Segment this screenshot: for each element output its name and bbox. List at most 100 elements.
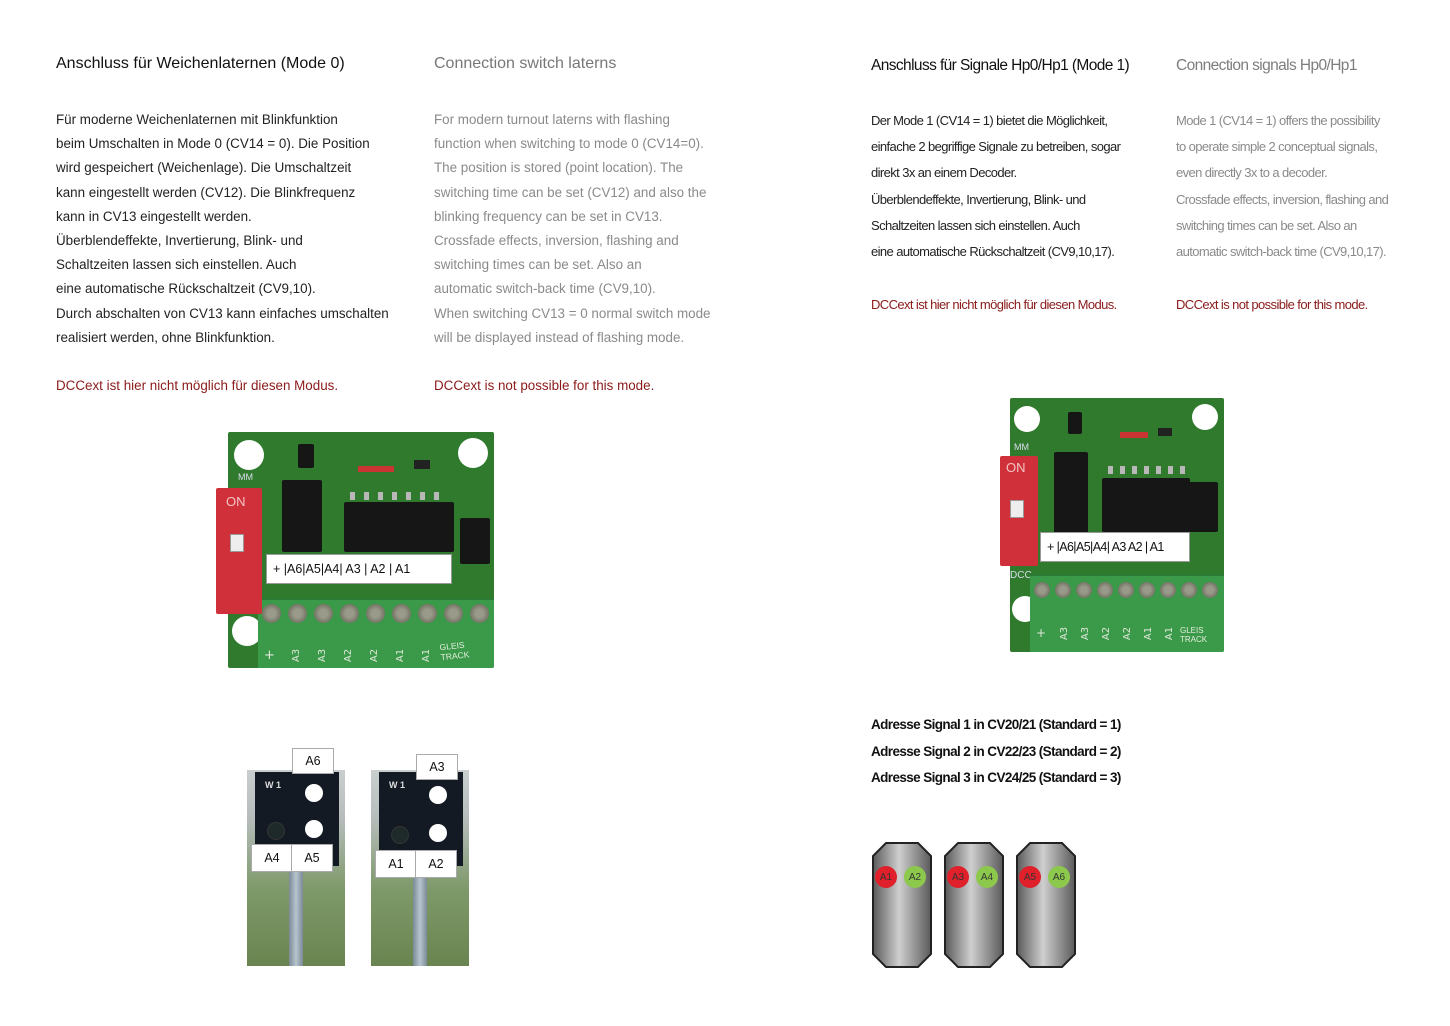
resistor bbox=[414, 460, 430, 469]
text-line: Überblendeffekte, Invertierung, Blink- u… bbox=[56, 233, 303, 249]
board-mm-label: MM bbox=[1014, 442, 1029, 452]
right-text-de: Der Mode 1 (CV14 = 1) bietet die Möglich… bbox=[871, 108, 1121, 265]
ic-chip bbox=[1186, 482, 1218, 532]
text-line: einfache 2 begriffige Signale zu betreib… bbox=[871, 139, 1121, 155]
lamp-lit bbox=[305, 820, 323, 838]
red-lamp: A5 bbox=[1019, 866, 1041, 888]
text-line: automatic switch-back time (CV9,10,17). bbox=[1176, 244, 1387, 260]
board-dcc-label: DCC bbox=[1010, 570, 1032, 581]
text-line: Für moderne Weichenlaternen mit Blinkfun… bbox=[56, 112, 338, 127]
text-line: eine automatische Rückschaltzeit (CV9,10… bbox=[871, 244, 1115, 260]
text-line: even directly 3x to a decoder. bbox=[1176, 165, 1328, 181]
text-line: The position is stored (point location).… bbox=[434, 160, 684, 176]
signal-head-1: A1 A2 bbox=[872, 842, 932, 968]
address-line: Adresse Signal 2 in CV22/23 (Standard = … bbox=[871, 743, 1121, 759]
text-line: direkt 3x an einem Decoder. bbox=[871, 165, 1017, 181]
pin-label: A1 bbox=[1143, 626, 1155, 641]
terminal-block bbox=[258, 598, 494, 668]
mounting-hole bbox=[1192, 404, 1218, 430]
text-line: Durch abschalten von CV13 kann einfaches… bbox=[56, 305, 389, 321]
signal-head-body bbox=[944, 842, 1004, 968]
board-mm-label: MM bbox=[238, 472, 253, 482]
diode bbox=[358, 466, 394, 472]
lamp-off bbox=[391, 826, 409, 844]
signal-head-2: A3 A4 bbox=[944, 842, 1004, 968]
text-line: For modern turnout laterns with flashing bbox=[434, 112, 670, 127]
pin-label: A2 bbox=[1122, 626, 1134, 641]
text-line: Schaltzeiten lassen sich einstellen. Auc… bbox=[56, 257, 297, 273]
capacitor bbox=[1068, 412, 1082, 434]
lantern-plate: W 1 bbox=[265, 780, 282, 790]
right-note-en: DCCext is not possible for this mode. bbox=[1176, 297, 1368, 312]
left-note-de: DCCext ist hier nicht möglich für diesen… bbox=[56, 378, 339, 393]
text-line: will be displayed instead of flashing mo… bbox=[434, 329, 685, 345]
mounting-hole bbox=[232, 616, 262, 646]
signal-head-body bbox=[1016, 842, 1076, 968]
pin-label: A3 bbox=[1080, 626, 1092, 641]
text-line: Überblendeffekte, Invertierung, Blink- u… bbox=[871, 191, 1086, 207]
dip-lever bbox=[230, 534, 244, 552]
lantern-label-bl: A4 bbox=[251, 844, 293, 872]
green-lamp: A2 bbox=[904, 866, 926, 888]
text-line: realisiert werden, ohne Blinkfunktion. bbox=[56, 329, 275, 345]
pin-label: A3 bbox=[1059, 626, 1071, 641]
text-line: Schaltzeiten lassen sich einstellen. Auc… bbox=[871, 217, 1080, 233]
pin-assignment-label: + |A6|A5|A4| A3 | A2 | A1 bbox=[266, 554, 452, 584]
text-line: to operate simple 2 conceptual signals, bbox=[1176, 139, 1378, 155]
signal-head-body bbox=[872, 842, 932, 968]
pin-label: A2 bbox=[343, 648, 355, 663]
dip-on-label: ON bbox=[226, 494, 246, 509]
dip-lever bbox=[1010, 500, 1024, 518]
text-line: switching times can be set. Also an bbox=[1176, 217, 1357, 233]
right-text-en: Mode 1 (CV14 = 1) offers the possibility… bbox=[1176, 108, 1389, 265]
left-note-en: DCCext is not possible for this mode. bbox=[434, 378, 655, 393]
ic-chip bbox=[460, 518, 490, 564]
lantern-label-top: A3 bbox=[416, 754, 458, 780]
ic-chip bbox=[282, 480, 322, 552]
address-line: Adresse Signal 1 in CV20/21 (Standard = … bbox=[871, 717, 1121, 732]
left-text-en: For modern turnout laterns with flashing… bbox=[434, 108, 711, 350]
track-label: GLEIS TRACK bbox=[1180, 626, 1208, 644]
text-line: wird gespeichert (Weichenlage). Die Umsc… bbox=[56, 160, 352, 176]
terminal-block bbox=[1030, 574, 1224, 652]
diode bbox=[1120, 432, 1148, 438]
text-line: beim Umschalten in Mode 0 (CV14 = 0). Di… bbox=[56, 136, 370, 152]
pin-label: A3 bbox=[291, 648, 303, 663]
lantern-label-br: A5 bbox=[291, 844, 333, 872]
text-line: function when switching to mode 0 (CV14=… bbox=[434, 136, 704, 152]
text-line: switching time can be set (CV12) and als… bbox=[434, 184, 707, 200]
pin-label: A2 bbox=[369, 648, 381, 663]
lantern-plate: W 1 bbox=[389, 780, 406, 790]
lantern-pole bbox=[413, 864, 427, 966]
pin-label: + bbox=[264, 648, 275, 663]
mounting-hole bbox=[458, 438, 488, 468]
dip-switch: ON bbox=[216, 488, 262, 614]
pin-assignment-label: + |A6|A5|A4| A3 A2 | A1 bbox=[1040, 532, 1190, 562]
ic-chip bbox=[1102, 478, 1190, 532]
lantern-pole bbox=[289, 864, 303, 966]
right-note-de: DCCext ist hier nicht möglich für diesen… bbox=[871, 297, 1117, 312]
ic-chip bbox=[1054, 452, 1088, 534]
dip-on-label: ON bbox=[1006, 460, 1026, 475]
capacitor bbox=[298, 444, 314, 468]
pin-label: A3 bbox=[317, 648, 329, 663]
lantern-label-bl: A1 bbox=[375, 850, 417, 878]
right-title-en: Connection signals Hp0/Hp1 bbox=[1176, 57, 1357, 74]
left-text-de: Für moderne Weichenlaternen mit Blinkfun… bbox=[56, 108, 389, 350]
left-title-en: Connection switch laterns bbox=[434, 55, 617, 72]
mounting-hole bbox=[234, 440, 264, 470]
left-title-de: Anschluss für Weichenlaternen (Mode 0) bbox=[56, 55, 345, 72]
red-lamp: A3 bbox=[947, 866, 969, 888]
dip-switch: ON bbox=[1000, 456, 1038, 566]
lamp-off bbox=[267, 822, 285, 840]
pin-label: A2 bbox=[1101, 626, 1113, 641]
text-line: Crossfade effects, inversion, flashing a… bbox=[434, 233, 679, 249]
decoder-board-photo-left: MM DCC + A3 A3 A2 A2 A1 A1 GLEIS TRACK bbox=[228, 432, 494, 668]
lantern-photo-1: W 1 A6 A4 A5 bbox=[247, 748, 345, 966]
pin-label: A1 bbox=[1164, 626, 1176, 641]
text-line: Der Mode 1 (CV14 = 1) bietet die Möglich… bbox=[871, 113, 1108, 128]
text-line: kann in CV13 eingestellt werden. bbox=[56, 208, 252, 224]
resistor bbox=[1158, 428, 1172, 436]
pin-label: A1 bbox=[421, 648, 433, 663]
lamp-lit bbox=[305, 784, 323, 802]
